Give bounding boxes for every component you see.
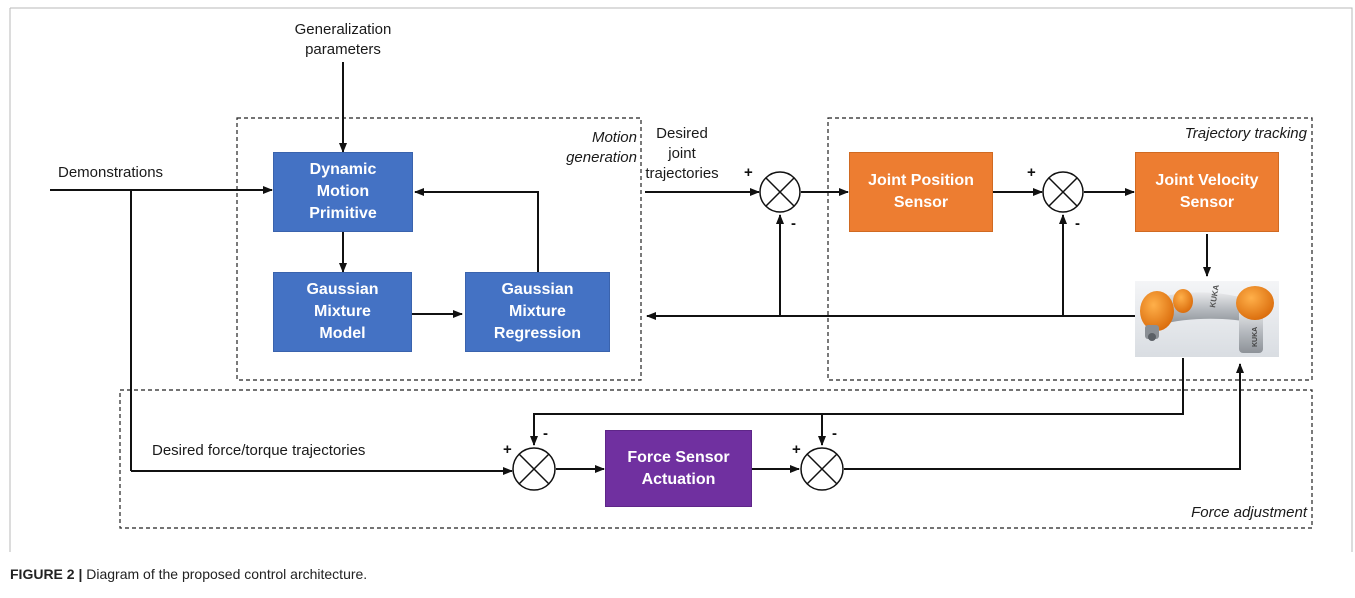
label-force-adjustment: Force adjustment bbox=[1191, 504, 1307, 521]
label-desired-joint-trajectories: Desired joint trajectories bbox=[645, 125, 719, 182]
sign-minus-force-sum1: - bbox=[543, 425, 548, 442]
sign-plus-sum2: + bbox=[1027, 164, 1036, 181]
summing-junction-force-input bbox=[512, 447, 556, 491]
block-gaussian-mixture-regression: Gaussian Mixture Regression bbox=[465, 272, 610, 352]
block-gaussian-mixture-model: Gaussian Mixture Model bbox=[273, 272, 412, 352]
label-motion-generation: Motion generation bbox=[566, 129, 637, 166]
caption-text: Diagram of the proposed control architec… bbox=[82, 566, 368, 582]
svg-text:KUKA: KUKA bbox=[1208, 284, 1221, 309]
kuka-robot-image: KUKA KUKA bbox=[1135, 281, 1279, 357]
label-demonstrations: Demonstrations bbox=[58, 164, 164, 181]
summing-junction-joint-velocity bbox=[1042, 171, 1084, 213]
sign-minus-force-sum2: - bbox=[832, 425, 837, 442]
block-dynamic-motion-primitive: Dynamic Motion Primitive bbox=[273, 152, 413, 232]
sign-minus-sum1: - bbox=[791, 215, 796, 232]
caption-label: FIGURE 2 | bbox=[10, 566, 83, 582]
sign-minus-sum2: - bbox=[1075, 215, 1080, 232]
svg-text:KUKA: KUKA bbox=[1252, 327, 1259, 347]
arrow-force-sum2-to-robot bbox=[844, 363, 1244, 470]
block-joint-position-sensor: Joint Position Sensor bbox=[849, 152, 993, 232]
motion-generation-group bbox=[236, 117, 642, 381]
summing-junction-joint-position bbox=[759, 171, 801, 213]
force-adjustment-group bbox=[119, 389, 1313, 529]
sign-plus-force-sum2: + bbox=[792, 441, 801, 458]
block-force-sensor-actuation: Force Sensor Actuation bbox=[605, 430, 752, 507]
arrow-robot-to-force-sum1 bbox=[530, 358, 1184, 446]
block-joint-velocity-sensor: Joint Velocity Sensor bbox=[1135, 152, 1279, 232]
sign-plus-sum1: + bbox=[744, 164, 753, 181]
label-trajectory-tracking: Trajectory tracking bbox=[1184, 125, 1307, 142]
arrow-gmr-to-dmp bbox=[414, 188, 539, 272]
figure-caption: FIGURE 2 | Diagram of the proposed contr… bbox=[10, 566, 367, 582]
figure-border bbox=[10, 7, 1353, 552]
summing-junction-force-output bbox=[800, 447, 844, 491]
trajectory-tracking-group bbox=[827, 117, 1313, 381]
label-desired-force-torque: Desired force/torque trajectories bbox=[152, 442, 366, 459]
sign-plus-force-sum1: + bbox=[503, 441, 512, 458]
label-generalization-parameters: Generalization parameters bbox=[294, 21, 392, 58]
